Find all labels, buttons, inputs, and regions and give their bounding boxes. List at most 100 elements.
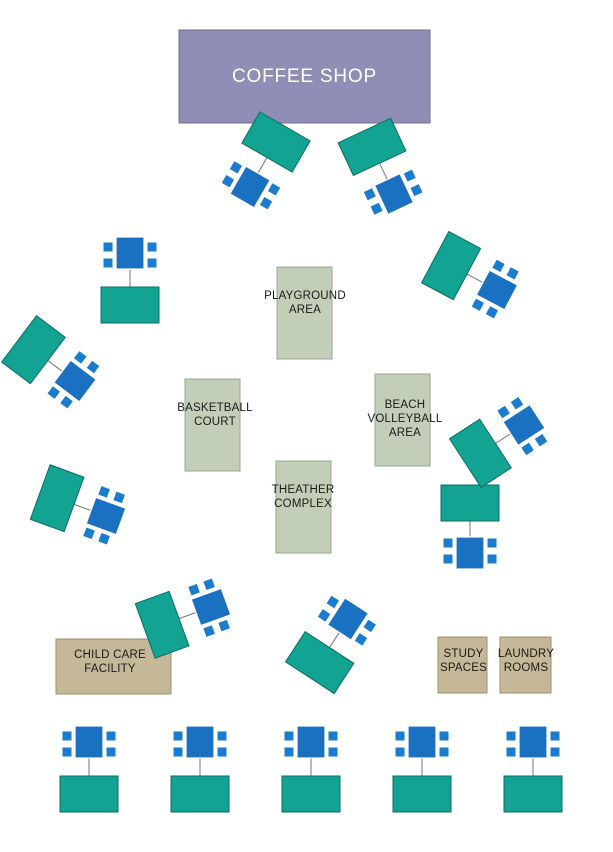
chair <box>172 746 184 758</box>
chair <box>216 730 228 742</box>
chair <box>505 730 517 742</box>
chair <box>187 582 202 597</box>
chair <box>146 257 158 269</box>
chair <box>217 618 232 633</box>
chair <box>97 531 112 546</box>
campsite-connector <box>495 432 513 444</box>
chair <box>72 349 88 366</box>
chair <box>505 265 521 281</box>
cabin <box>0 315 66 385</box>
chair <box>220 173 236 189</box>
campsite-connector <box>256 157 268 176</box>
picnic-table <box>455 536 485 570</box>
theater-label: THEATHER COMPLEX <box>271 484 335 510</box>
cabin <box>241 111 311 173</box>
campsite-11 <box>448 395 549 489</box>
coffee-shop-label: COFFEE SHOP <box>232 65 377 87</box>
chair <box>484 304 500 320</box>
campsite-12 <box>0 315 101 410</box>
chair <box>228 159 244 175</box>
chair <box>172 730 184 742</box>
chair <box>533 432 549 448</box>
chair <box>325 594 341 610</box>
chair <box>409 182 424 198</box>
chair <box>112 490 127 505</box>
cabin <box>337 117 407 177</box>
chair <box>394 730 406 742</box>
cabin <box>134 590 190 659</box>
chair <box>105 730 117 742</box>
picnic-table <box>475 269 519 311</box>
picnic-table <box>85 496 127 536</box>
picnic-table <box>190 587 232 627</box>
chair <box>283 746 295 758</box>
campsite-3 <box>392 725 452 813</box>
coffee-shop-building <box>178 29 431 124</box>
chair <box>491 258 506 274</box>
campsite-2 <box>503 725 563 813</box>
chair <box>146 241 158 253</box>
picnic-table <box>502 403 546 447</box>
chair <box>362 618 378 634</box>
chair <box>486 553 498 565</box>
campsite-connector <box>178 611 199 620</box>
chair <box>202 624 217 639</box>
picnic-table <box>185 725 215 759</box>
chair <box>46 384 62 401</box>
cabin <box>503 775 563 813</box>
campsite-5 <box>170 725 230 813</box>
campsite-9 <box>337 117 424 217</box>
campsite-connector <box>329 630 341 648</box>
campsite-1 <box>100 236 160 324</box>
laundry-rooms <box>499 636 552 694</box>
basketball-label: BASKETBALL COURT <box>177 402 253 428</box>
cabin <box>59 775 119 813</box>
chair <box>61 730 73 742</box>
picnic-table <box>326 597 370 641</box>
chair <box>549 730 561 742</box>
chair <box>105 746 117 758</box>
chair <box>85 359 101 375</box>
chair <box>102 241 114 253</box>
picnic-table <box>52 359 98 403</box>
chair <box>519 441 536 457</box>
study-spaces-label: STUDY SPACES <box>439 648 487 674</box>
cabin <box>170 775 230 813</box>
chair <box>97 484 112 499</box>
basketball-court <box>184 378 241 472</box>
chair <box>394 746 406 758</box>
cabin <box>29 464 85 533</box>
volleyball-label: BEACH VOLLEYBALL AREA <box>367 399 443 439</box>
chair <box>496 404 512 420</box>
picnic-table <box>407 725 437 759</box>
chair <box>82 526 97 541</box>
child-care-label: CHILD CARE FACILITY <box>74 649 146 675</box>
cabin <box>100 286 160 324</box>
cabin <box>392 775 452 813</box>
chair <box>509 395 525 411</box>
chair <box>549 746 561 758</box>
laundry-rooms-label: LAUNDRY ROOMS <box>497 648 555 674</box>
campsite-7 <box>440 484 500 570</box>
campsite-15 <box>284 594 378 695</box>
campsite-connector <box>466 273 485 284</box>
chair <box>58 394 75 410</box>
campsite-4 <box>281 725 341 813</box>
chair <box>442 537 454 549</box>
study-spaces <box>437 636 488 694</box>
cabin <box>448 418 512 489</box>
chair <box>362 186 378 202</box>
chair <box>327 746 339 758</box>
campsite-connector <box>47 360 65 373</box>
chair <box>202 577 217 592</box>
cabin <box>284 631 355 695</box>
campsite-14 <box>134 577 232 659</box>
campsite-10 <box>420 230 521 320</box>
chair <box>486 537 498 549</box>
cabin <box>440 484 500 522</box>
theater-complex <box>275 460 332 554</box>
chair <box>102 257 114 269</box>
chair <box>266 181 282 197</box>
chair <box>316 607 332 624</box>
